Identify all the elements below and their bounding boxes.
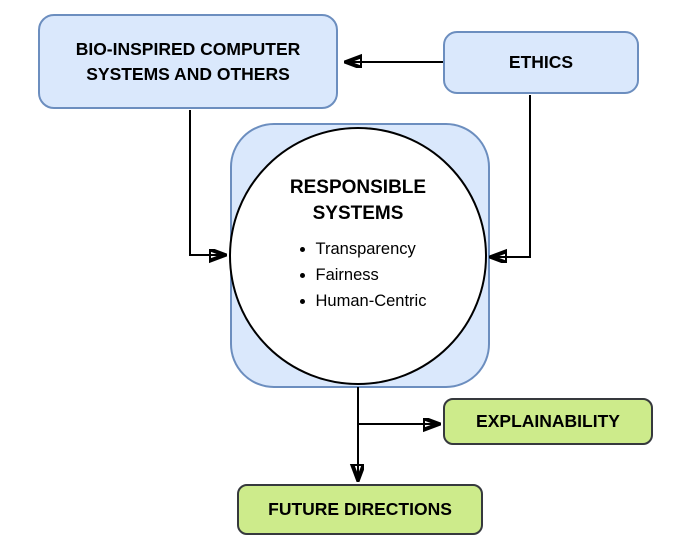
node-future-directions-label: FUTURE DIRECTIONS	[268, 499, 452, 519]
responsible-systems-bullet-list: Transparency Fairness Human-Centric	[290, 240, 427, 318]
bullet-item-human-centric: Human-Centric	[316, 292, 427, 311]
bullet-item-transparency: Transparency	[316, 240, 427, 259]
node-future-directions: FUTURE DIRECTIONS	[237, 484, 483, 535]
node-explainability-label: EXPLAINABILITY	[476, 411, 620, 431]
node-responsible-systems: RESPONSIBLE SYSTEMS Transparency Fairnes…	[229, 127, 487, 385]
arrow-bio-to-responsible	[189, 110, 225, 255]
node-explainability: EXPLAINABILITY	[443, 398, 653, 445]
arrow-ethics-to-responsible	[491, 95, 531, 257]
node-ethics: ETHICS	[443, 31, 639, 94]
responsible-systems-title: RESPONSIBLE SYSTEMS	[289, 177, 427, 224]
bullet-item-fairness: Fairness	[316, 266, 427, 285]
node-ethics-label: ETHICS	[508, 52, 574, 72]
node-bio-inspired-computer-systems: BIO-INSPIRED COMPUTER SYSTEMS AND OTHERS	[38, 14, 338, 109]
node-bio-label: BIO-INSPIRED COMPUTER SYSTEMS AND OTHERS	[75, 39, 301, 84]
